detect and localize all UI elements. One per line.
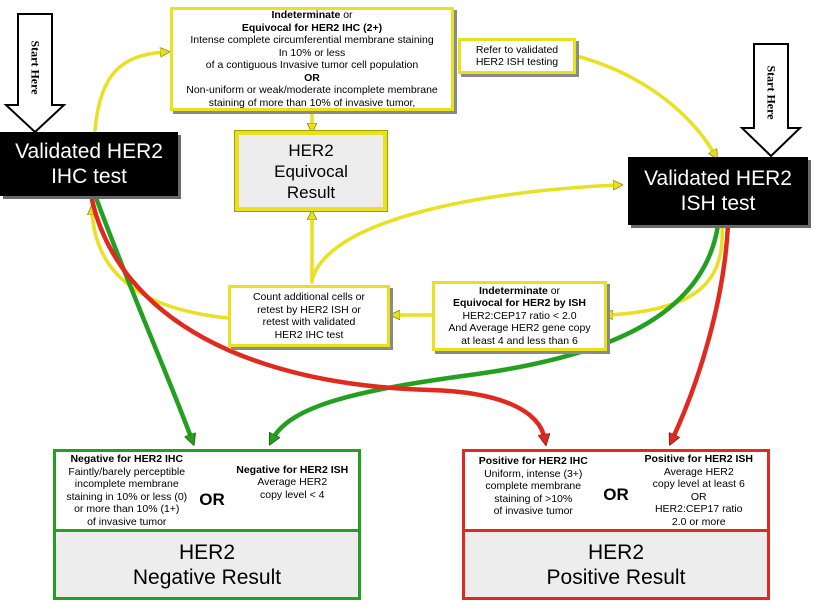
ihc-test-box: Validated HER2 IHC test [0, 132, 178, 196]
equivocal-ish-line1: Indeterminate or [478, 284, 561, 297]
arrow-ish-to-negative [272, 222, 721, 440]
start-arrow-right [739, 43, 803, 158]
negative-ish-title: Negative for HER2 ISH [236, 463, 349, 476]
ihc-test-line2: IHC test [51, 165, 127, 188]
count-cells-l1: Count additional cells or [252, 291, 366, 303]
arrow-ish-to-positive [672, 222, 731, 440]
positive-ihc-l1: Uniform, intense (3+) [484, 467, 583, 480]
arrow-ish-to-equivocal-ish [608, 223, 724, 315]
equivocal-result-box: HER2 Equivocal Result [234, 130, 388, 212]
arrow-ihc-to-equivocal [93, 52, 165, 132]
equivocal-ihc-l2: In 10% or less [278, 46, 346, 59]
negative-box: Negative for HER2 IHC Faintly/barely per… [53, 449, 361, 600]
negative-result-line1: HER2 [178, 540, 236, 564]
negative-ihc-title: Negative for HER2 IHC [70, 453, 184, 465]
positive-ihc: Positive for HER2 IHC Uniform, intense (… [471, 455, 596, 518]
positive-ihc-l3: staining of >10% [494, 492, 573, 505]
refer-ish-line1: Refer to validated [475, 43, 559, 56]
equivocal-ish-l2: And Average HER2 gene copy [448, 322, 591, 335]
positive-ish-l3: OR [690, 490, 707, 503]
equivocal-ihc-or: OR [304, 71, 320, 84]
positive-box: Positive for HER2 IHC Uniform, intense (… [462, 449, 770, 600]
arrow-ihc-to-positive [89, 197, 545, 440]
ihc-test-line1: Validated HER2 [15, 140, 163, 163]
negative-ihc-l3: staining in 10% or less (0) [66, 490, 188, 503]
equivocal-ihc-line2: Equivocal for HER2 IHC (2+) [241, 21, 383, 34]
negative-result-line2: Negative Result [132, 565, 282, 589]
negative-ihc: Negative for HER2 IHC Faintly/barely per… [62, 453, 192, 528]
equivocal-ihc-l3: of a contiguous Invasive tumor cell popu… [205, 59, 419, 71]
positive-result: HER2 Positive Result [465, 532, 767, 597]
start-here-left: Start Here [28, 40, 43, 95]
refer-ish-line2: HER2 ISH testing [475, 56, 559, 68]
positive-ihc-title: Positive for HER2 IHC [478, 455, 588, 468]
negative-ihc-l4: or more than 10% (1+) [74, 503, 180, 515]
count-cells-l3: retest with validated [262, 316, 356, 328]
positive-ish-l2: copy level at least 6 [652, 478, 745, 490]
equivocal-result-line3: Result [286, 182, 336, 202]
arrow-count-to-ish [310, 185, 618, 282]
negative-ish-l1: Average HER2 [257, 476, 328, 489]
positive-ish-title: Positive for HER2 ISH [644, 453, 754, 465]
start-arrow-left [3, 13, 67, 134]
equivocal-ish-l1: HER2:CEP17 ratio < 2.0 [462, 309, 577, 322]
negative-ihc-l2: incomplete membrane [74, 478, 179, 490]
count-cells-box: Count additional cells or retest by HER2… [228, 285, 390, 347]
arrow-count-to-ihc [92, 210, 230, 320]
negative-ihc-l5: of invasive tumor [87, 515, 167, 528]
negative-ish-l2: copy level < 4 [260, 488, 325, 501]
positive-divider [465, 529, 767, 532]
refer-ish-box: Refer to validated HER2 ISH testing [458, 38, 576, 74]
ish-test-box: Validated HER2 ISH test [628, 157, 808, 225]
ish-test-line1: Validated HER2 [644, 167, 792, 190]
negative-ish: Negative for HER2 ISH Average HER2 copy … [232, 464, 352, 502]
count-cells-l4: HER2 IHC test [274, 328, 344, 341]
positive-result-line2: Positive Result [546, 565, 686, 589]
equivocal-ihc-line1: Indeterminate or [271, 9, 353, 21]
negative-criteria: Negative for HER2 IHC Faintly/barely per… [56, 452, 358, 529]
positive-or: OR [603, 484, 629, 504]
equivocal-ish-box: Indeterminate or Equivocal for HER2 by I… [432, 281, 607, 351]
arrow-refer-to-ish [571, 53, 715, 155]
negative-divider [56, 529, 358, 532]
equivocal-result-line2: Equivocal [274, 161, 348, 181]
equivocal-ish-l3: at least 4 and less than 6 [461, 334, 578, 347]
start-here-right: Start Here [764, 65, 779, 120]
ish-test-line2: ISH test [680, 192, 756, 215]
positive-ihc-l2: complete membrane [485, 480, 582, 493]
negative-ihc-l1: Faintly/barely perceptible [68, 465, 186, 478]
equivocal-ish-line2: Equivocal for HER2 by ISH [452, 297, 587, 310]
positive-ish: Positive for HER2 ISH Average HER2 copy … [636, 453, 761, 528]
positive-criteria: Positive for HER2 IHC Uniform, intense (… [465, 452, 767, 529]
equivocal-ihc-l4: Non-uniform or weak/moderate incomplete … [186, 84, 438, 96]
positive-ish-l4: HER2:CEP17 ratio [654, 503, 743, 515]
positive-ish-l5: 2.0 or more [671, 515, 726, 528]
positive-ihc-l4: of invasive tumor [493, 505, 573, 518]
arrow-ihc-to-negative [92, 192, 192, 440]
equivocal-result-line1: HER2 [288, 140, 334, 160]
equivocal-ihc-l5: staining of more than 10% of invasive tu… [208, 96, 416, 109]
negative-result: HER2 Negative Result [56, 532, 358, 597]
positive-result-line1: HER2 [587, 540, 645, 564]
negative-or: OR [199, 489, 225, 509]
equivocal-ihc-box: Indeterminate or Equivocal for HER2 IHC … [170, 7, 454, 111]
positive-ish-l1: Average HER2 [663, 465, 734, 478]
equivocal-ihc-l1: Intense complete circumferential membran… [190, 34, 434, 46]
count-cells-l2: retest by HER2 ISH or [257, 303, 361, 316]
